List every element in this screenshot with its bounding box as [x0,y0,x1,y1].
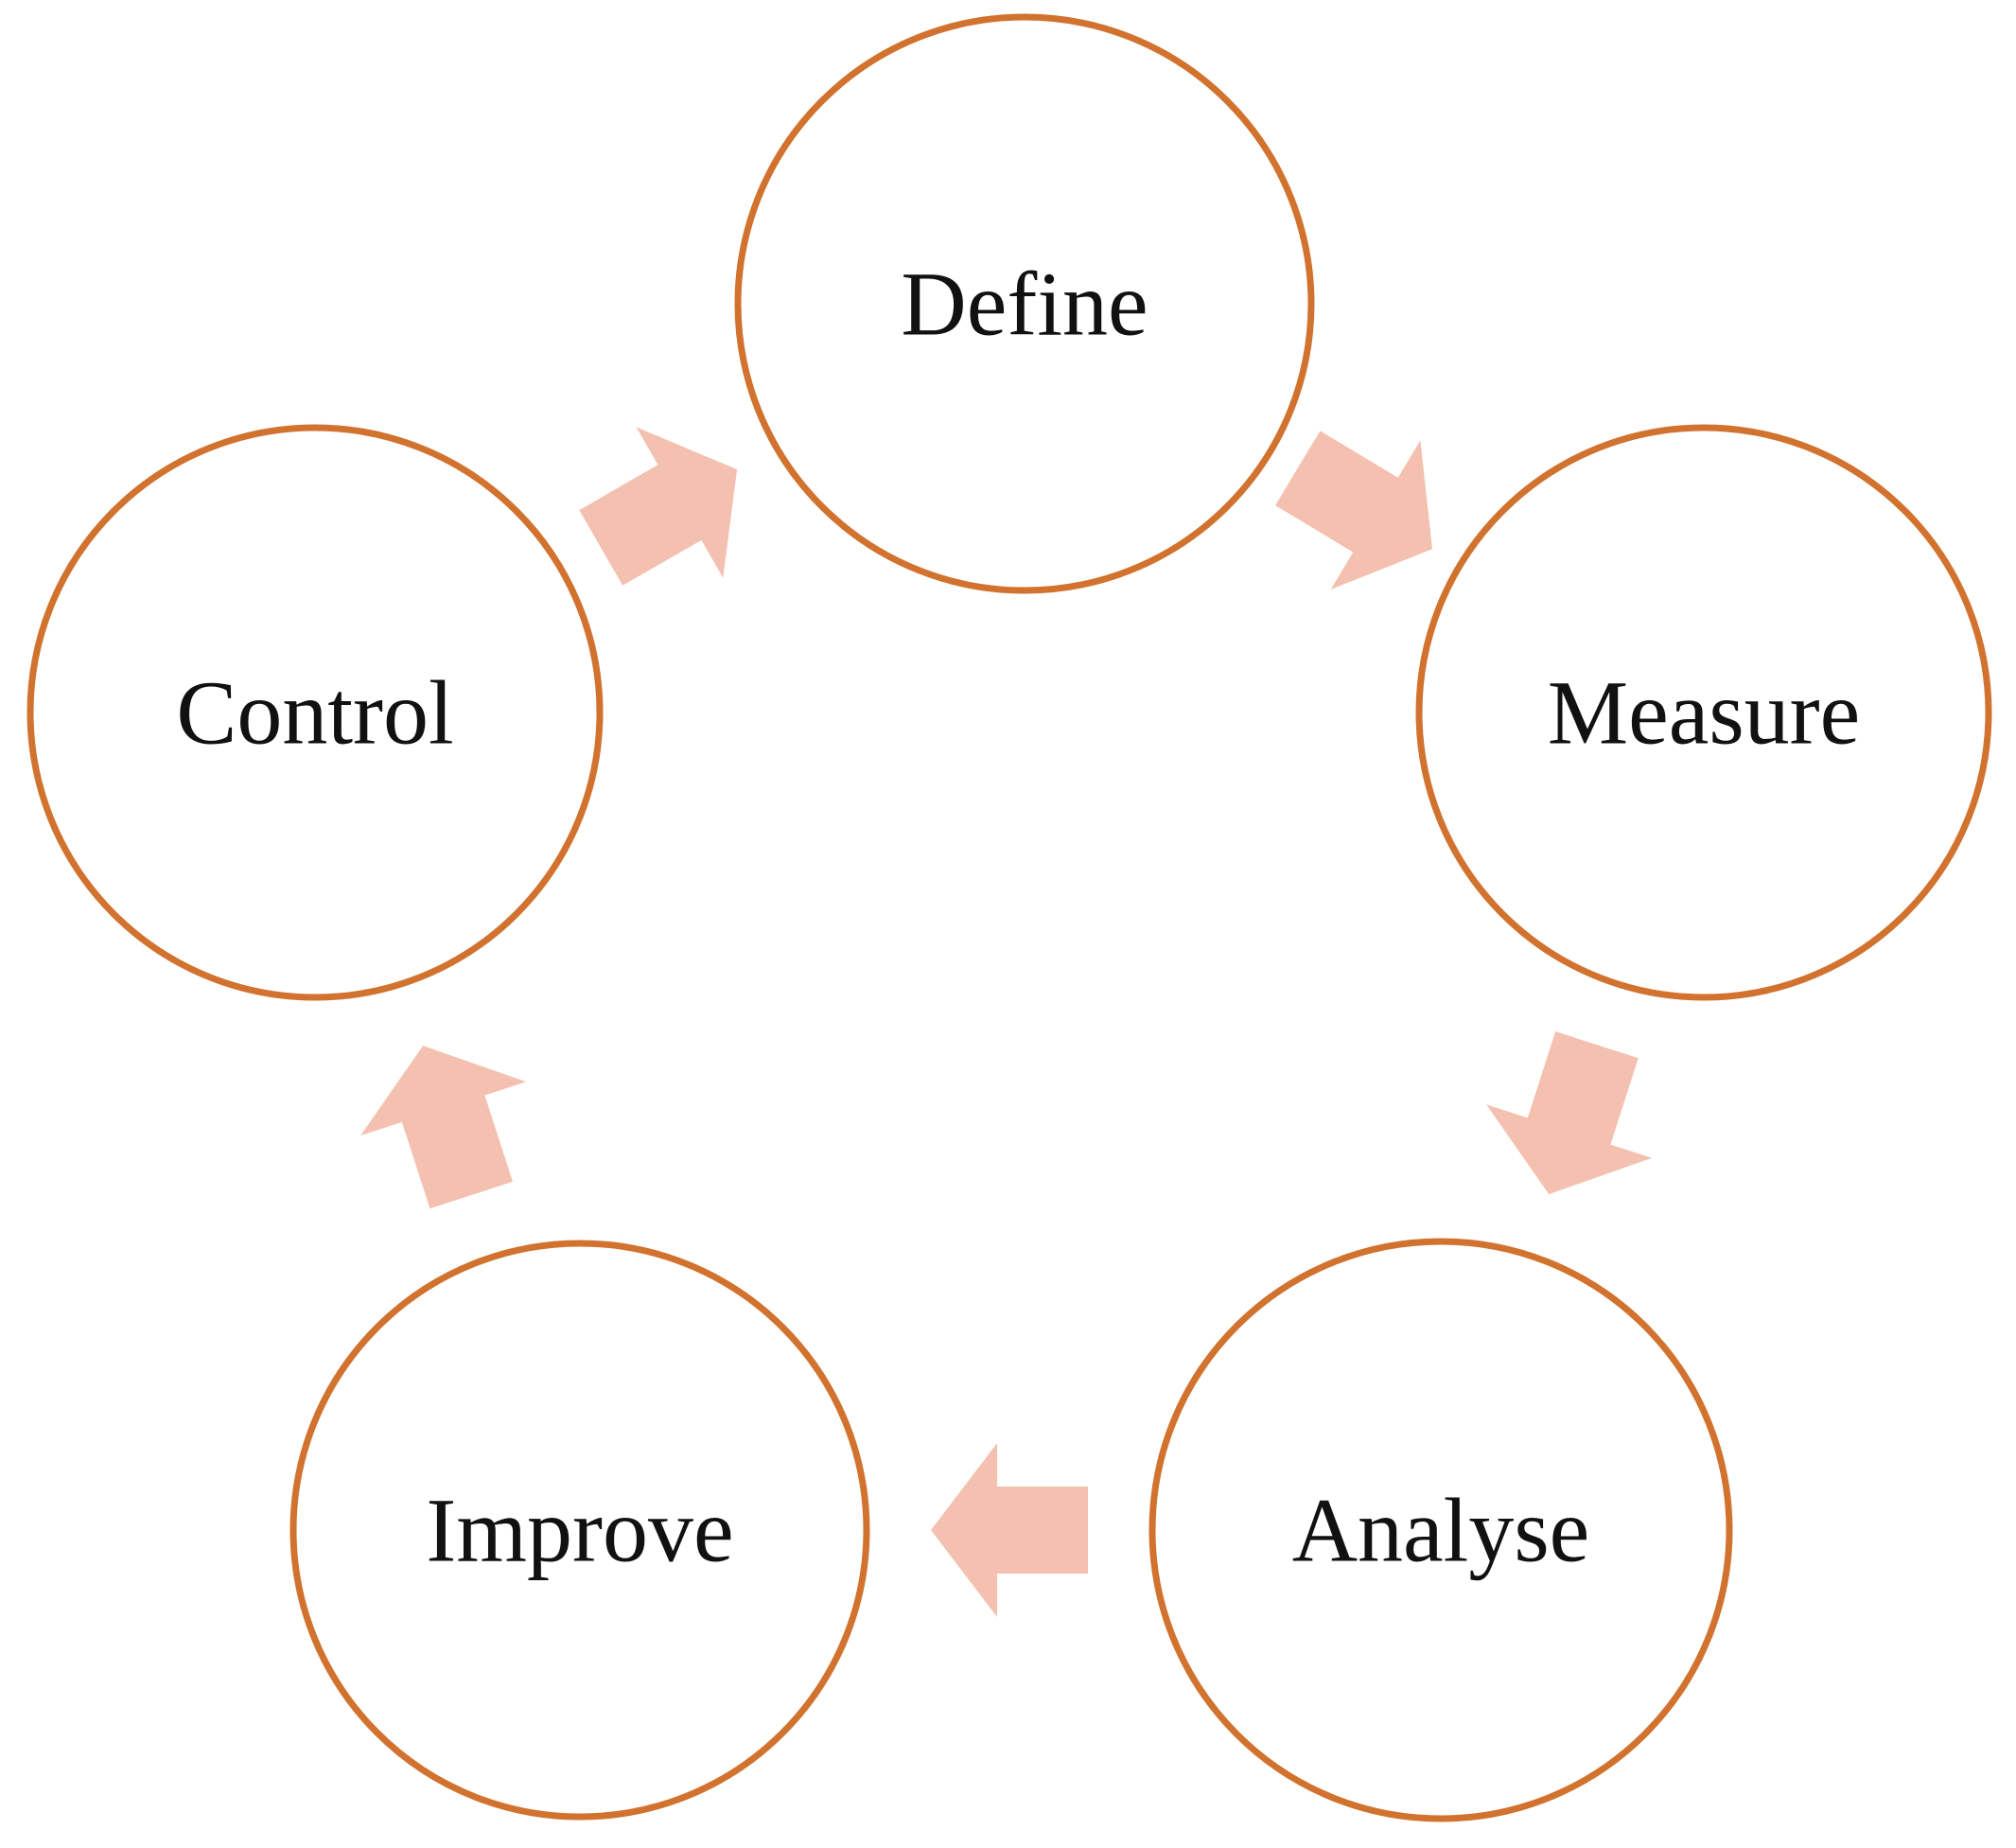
stage-define-label: Define [901,254,1148,355]
stage-improve: Improve [289,1240,870,1821]
stage-measure: Measure [1415,424,1992,1001]
stage-control-circle [26,424,604,1001]
stage-define-circle [734,13,1315,594]
stage-improve-circle [289,1240,870,1821]
stage-measure-label: Measure [1548,662,1861,764]
stage-improve-label: Improve [426,1480,733,1581]
stage-control-label: Control [176,662,453,764]
stage-control: Control [26,424,604,1001]
stage-analyse-label: Analyse [1292,1480,1590,1581]
stage-analyse-circle [1148,1238,1733,1822]
arrow-analyse-to-improve [931,1443,1088,1617]
stage-measure-circle [1415,424,1992,1001]
flow-arrows [360,427,1653,1617]
stage-define: Define [734,13,1315,594]
stage-analyse: Analyse [1148,1238,1733,1822]
arrow-improve-to-control [360,1046,527,1209]
arrow-control-to-define [579,427,738,586]
arrow-measure-to-analyse [1486,1031,1653,1195]
arrow-define-to-measure [1275,431,1432,590]
